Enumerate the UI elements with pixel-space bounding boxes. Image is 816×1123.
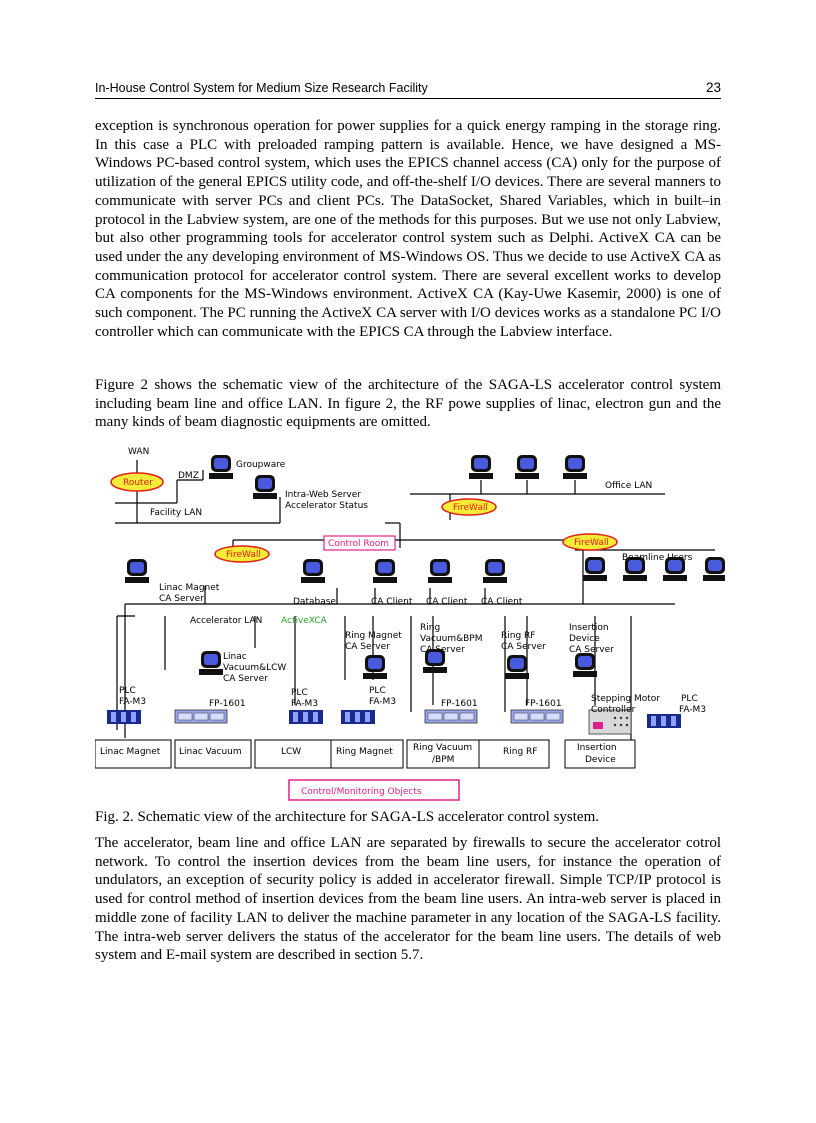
router-oval <box>110 472 164 492</box>
fp1601-icon <box>424 709 478 724</box>
dmz-label: DMZ <box>178 471 199 481</box>
fp1601-label: FP-1601 <box>441 699 478 709</box>
ca-client-label: CA Client <box>426 597 468 607</box>
plc-label: PLC <box>681 694 698 704</box>
object-lcw: LCW <box>281 747 301 757</box>
insertion-server-label: Insertion <box>569 623 609 633</box>
body-paragraph-3: The accelerator, beam line and office LA… <box>95 835 721 964</box>
control-room-label: Control Room <box>328 539 389 549</box>
plc-icon <box>341 710 375 724</box>
ca-client-label: CA Client <box>371 597 413 607</box>
office-pc-icon <box>563 455 587 479</box>
fp1601-icon <box>510 709 564 724</box>
office-pc-icon <box>469 455 493 479</box>
ring-magnet-server-label: CA Server <box>345 642 390 652</box>
beamline-users-label: Beamline Users <box>622 553 693 563</box>
stepping-motor-controller-icon <box>588 709 632 735</box>
fp1601-label: FP-1601 <box>525 699 562 709</box>
linac-magnet-server-label: Linac Magnet <box>159 583 220 593</box>
firewall-oval <box>214 545 270 563</box>
ca-client-pc-icon <box>483 559 507 583</box>
intra-web-server-pc-icon <box>253 475 277 499</box>
fa-m3-label: FA-M3 <box>291 699 318 709</box>
router-label: Router <box>123 478 153 488</box>
linac-vacuum-server-label: Linac <box>223 652 247 662</box>
ca-client-pc-icon <box>373 559 397 583</box>
accelerator-lan-label: Accelerator LAN <box>190 616 262 626</box>
linac-magnet-server-pc-icon <box>125 559 149 583</box>
object-linac-magnet: Linac Magnet <box>100 747 161 757</box>
ring-vacuum-server-label: Vacuum&BPM <box>420 634 482 644</box>
figure-caption: Fig. 2. Schematic view of the architectu… <box>95 809 600 825</box>
object-linac-vacuum: Linac Vacuum <box>179 747 242 757</box>
activexca-label: ActiveXCA <box>281 616 328 626</box>
plc-icon <box>107 710 141 724</box>
ring-vacuum-server-label: CA Server <box>420 645 465 655</box>
office-pc-icon <box>515 455 539 479</box>
firewall-oval <box>562 533 618 551</box>
fa-m3-label: FA-M3 <box>369 697 396 707</box>
groupware-pc-icon <box>209 455 233 479</box>
linac-vacuum-server-pc-icon <box>199 651 223 675</box>
insertion-server-label: Device <box>569 634 600 644</box>
facility-lan-label: Facility LAN <box>150 508 202 518</box>
ring-vacuum-server-label: Ring <box>420 623 440 633</box>
ring-rf-server-label: CA Server <box>501 642 546 652</box>
running-header: In-House Control System for Medium Size … <box>95 80 721 99</box>
firewall-label: FireWall <box>574 538 609 548</box>
ring-rf-server-pc-icon <box>505 655 529 679</box>
ca-client-label: CA Client <box>481 597 523 607</box>
database-label: Database <box>293 597 336 607</box>
object-ring-magnet: Ring Magnet <box>336 747 393 757</box>
stepping-motor-label: Stepping Motor <box>591 694 660 704</box>
insertion-server-pc-icon <box>573 653 597 677</box>
object-insertion-device: Insertion <box>577 743 617 753</box>
object-insertion-device: Device <box>585 755 616 765</box>
plc-label: PLC <box>369 686 386 696</box>
firewall-label: FireWall <box>453 503 488 513</box>
linac-vacuum-server-label: Vacuum&LCW <box>223 663 286 673</box>
database-pc-icon <box>301 559 325 583</box>
firewall-label: FireWall <box>226 550 261 560</box>
fp1601-label: FP-1601 <box>209 699 246 709</box>
office-lan-label: Office LAN <box>605 481 652 491</box>
plc-icon <box>647 714 681 728</box>
ca-client-pc-icon <box>428 559 452 583</box>
plc-label: PLC <box>291 688 308 698</box>
fp1601-icon <box>174 709 228 724</box>
wan-label: WAN <box>128 447 149 457</box>
ring-magnet-server-pc-icon <box>363 655 387 679</box>
fa-m3-label: FA-M3 <box>679 705 706 715</box>
page-number: 23 <box>705 80 721 95</box>
body-paragraph-2: Figure 2 shows the schematic view of the… <box>95 377 721 431</box>
insertion-server-label: CA Server <box>569 645 614 655</box>
running-header-title: In-House Control System for Medium Size … <box>95 81 428 95</box>
architecture-figure: WAN DMZ Router Groupware Intra-Web Serve… <box>95 447 725 801</box>
accelerator-status-label: Accelerator Status <box>285 501 368 511</box>
fa-m3-label: FA-M3 <box>119 697 146 707</box>
stepping-motor-label: Controller <box>591 705 636 715</box>
groupware-label: Groupware <box>236 460 286 470</box>
ring-rf-server-label: Ring RF <box>501 631 535 641</box>
firewall-oval <box>441 498 497 516</box>
linac-vacuum-server-label: CA Server <box>223 674 268 684</box>
linac-magnet-server-label: CA Server <box>159 594 204 604</box>
object-boxes <box>95 739 636 769</box>
intra-web-server-label: Intra-Web Server <box>285 490 361 500</box>
object-ring-vacuum: Ring Vacuum <box>413 743 472 753</box>
ring-magnet-server-label: Ring Magnet <box>345 631 402 641</box>
beamline-pc-icon <box>583 557 607 581</box>
plc-icon <box>289 710 323 724</box>
body-paragraph-1: exception is synchronous operation for p… <box>95 118 721 340</box>
beamline-pc-icon <box>703 557 725 581</box>
object-ring-vacuum: /BPM <box>432 755 454 765</box>
plc-label: PLC <box>119 686 136 696</box>
object-ring-rf: Ring RF <box>503 747 537 757</box>
control-monitoring-objects-label: Control/Monitoring Objects <box>301 787 422 797</box>
